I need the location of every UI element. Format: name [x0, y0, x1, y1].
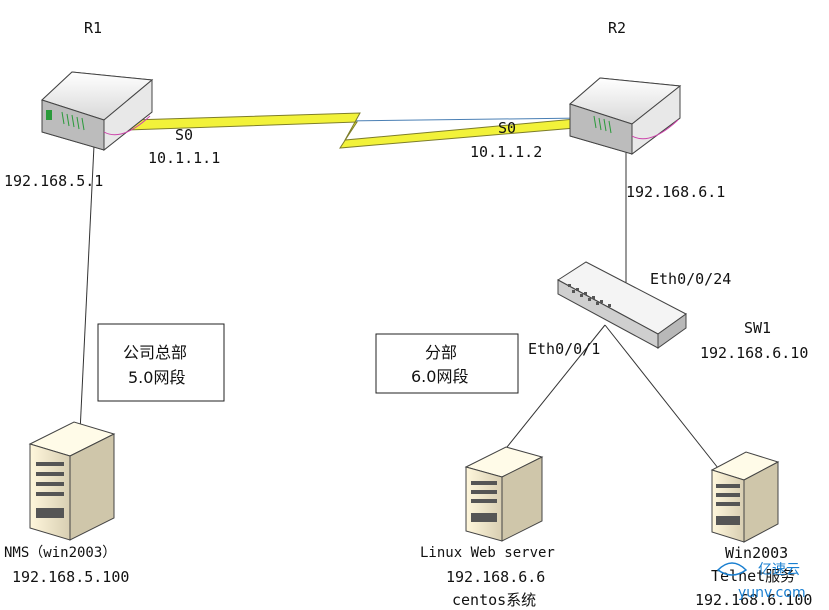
r1-serial-ip: 10.1.1.1: [148, 149, 220, 167]
r1-name: R1: [84, 19, 102, 37]
nms-ip: 192.168.5.100: [12, 568, 129, 586]
linux-os: centos系统: [452, 591, 536, 609]
r2-serial-ip: 10.1.1.2: [470, 143, 542, 161]
watermark-logo-icon: [716, 562, 748, 576]
link-sw1-linux: [502, 324, 606, 453]
router-icon: [41, 71, 154, 152]
branch-box-line2: 6.0网段: [411, 367, 468, 386]
branch-segment-box: 分部 6.0网段: [375, 333, 519, 394]
router-icon: [569, 77, 682, 155]
server-icon: [710, 451, 780, 543]
hq-box-line2: 5.0网段: [128, 368, 185, 387]
sw1-ip: 192.168.6.10: [700, 344, 808, 362]
watermark-site: yunv.com: [738, 585, 806, 601]
linux-ip: 192.168.6.6: [446, 568, 545, 586]
nms-name: NMS（win2003）: [4, 545, 116, 561]
linux-name: Linux Web server: [420, 545, 555, 561]
r1-lan-ip: 192.168.5.1: [4, 172, 103, 190]
win-role: Telnet服务: [711, 567, 795, 585]
hq-segment-box: 公司总部 5.0网段: [97, 323, 225, 402]
link-sw1-win: [604, 324, 719, 469]
r2-serial-if: S0: [498, 119, 516, 137]
sw1-down-port: Eth0/0/1: [528, 340, 600, 358]
link-r1-nms: [79, 124, 96, 433]
server-icon: [28, 421, 116, 541]
server-nms[interactable]: [28, 421, 116, 541]
router-r2[interactable]: [569, 77, 682, 155]
watermark-brand: 亿速云: [758, 562, 800, 578]
win-ip: 192.168.6.100: [695, 591, 812, 609]
switch-icon: [557, 261, 687, 349]
switch-sw1[interactable]: [557, 261, 687, 349]
win-name: Win2003: [725, 544, 788, 562]
branch-box-line1: 分部: [425, 343, 457, 362]
router-r1[interactable]: [41, 71, 154, 152]
server-icon: [464, 446, 544, 542]
r2-lan-ip: 192.168.6.1: [626, 183, 725, 201]
hq-box-line1: 公司总部: [123, 343, 187, 362]
sw1-uplink-port: Eth0/0/24: [650, 270, 731, 288]
server-linux[interactable]: [464, 446, 544, 542]
r1-serial-if: S0: [175, 126, 193, 144]
server-win[interactable]: [710, 451, 780, 543]
watermark: 亿速云 yunv.com: [716, 562, 806, 601]
r2-name: R2: [608, 19, 626, 37]
sw1-name: SW1: [744, 319, 771, 337]
